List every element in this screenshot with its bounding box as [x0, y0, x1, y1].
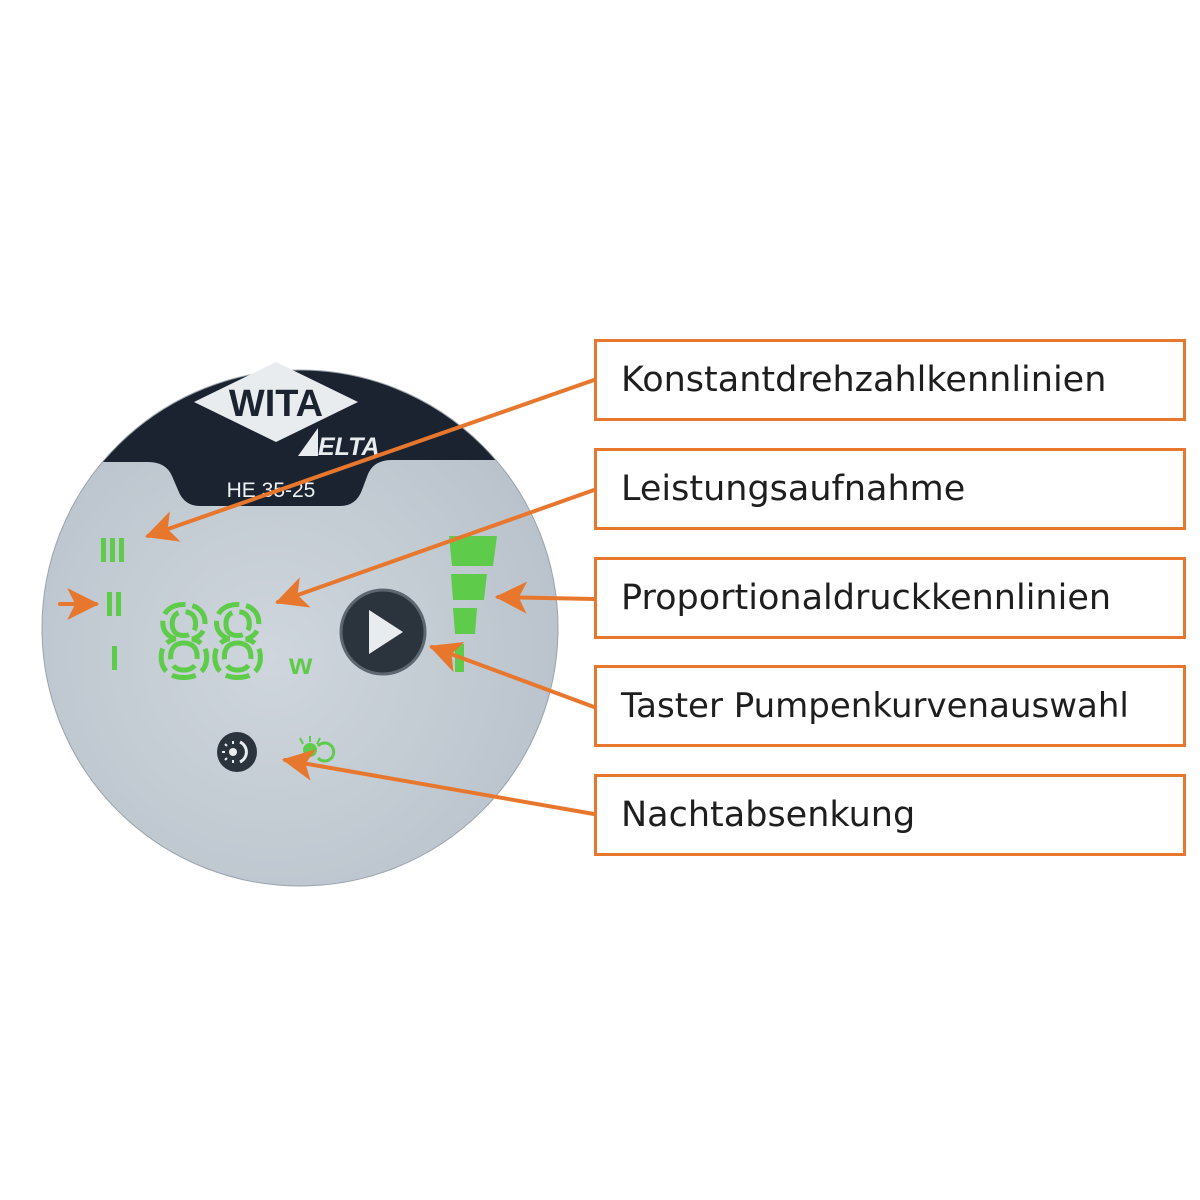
- logo-diamond: [194, 362, 358, 442]
- power-display: 88 w: [153, 585, 314, 702]
- panel-outline: [41, 369, 559, 887]
- callout-arrows: [58, 378, 596, 816]
- speed-level-3: [101, 538, 124, 562]
- delta-triangle: [298, 428, 318, 456]
- speed-level-1: [112, 646, 117, 670]
- speed-level-2: [107, 592, 121, 616]
- wita-logo: WITA ELTA: [194, 362, 380, 461]
- constant-speed-indicators: [101, 538, 124, 670]
- sub-brand-text: ELTA: [318, 433, 380, 461]
- sun-moon-icon: [222, 740, 248, 764]
- label-curve-button: Taster Pumpenkurvenauswahl: [594, 665, 1186, 747]
- power-unit-label: w: [288, 648, 313, 681]
- play-icon: [369, 610, 403, 654]
- pump-panel: WITA ELTA HE 35-25 88 w: [41, 362, 559, 887]
- curve-select-button[interactable]: [339, 588, 427, 676]
- pressure-level-2: [451, 574, 487, 600]
- label-text: Proportionaldruckkennlinien: [621, 578, 1112, 618]
- night-setback-button[interactable]: [217, 732, 257, 772]
- label-proportional-pressure: Proportionaldruckkennlinien: [594, 557, 1186, 639]
- label-text: Nachtabsenkung: [621, 795, 916, 835]
- arrow-power-consumption: [274, 488, 596, 608]
- brand-text: WITA: [229, 383, 323, 425]
- arrow-night-setback: [281, 749, 596, 816]
- arrow-curve-button: [428, 641, 596, 709]
- label-power-consumption: Leistungsaufnahme: [594, 448, 1186, 530]
- label-text: Taster Pumpenkurvenauswahl: [621, 686, 1129, 726]
- pressure-level-1: [453, 608, 477, 634]
- arrow-constant-speed: [144, 378, 596, 542]
- arrow-proportional-pressure: [494, 581, 596, 614]
- label-text: Konstantdrehzahlkennlinien: [621, 360, 1107, 400]
- pressure-level-3: [449, 536, 497, 566]
- label-text: Leistungsaufnahme: [621, 469, 966, 509]
- display-digits: 88: [155, 587, 263, 699]
- label-night-setback: Nachtabsenkung: [594, 774, 1186, 856]
- label-constant-speed: Konstantdrehzahlkennlinien: [594, 339, 1186, 421]
